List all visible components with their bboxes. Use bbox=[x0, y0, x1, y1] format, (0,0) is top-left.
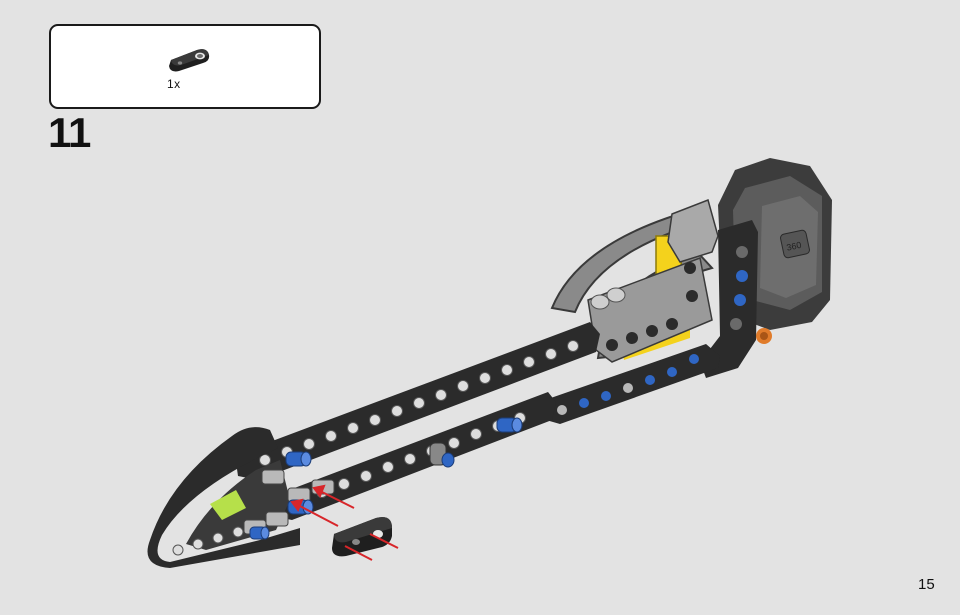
assembly-arrows bbox=[290, 484, 399, 561]
part-quantity-label: 1x bbox=[167, 77, 181, 91]
grey-bracket bbox=[587, 199, 719, 363]
curved-front-panel bbox=[147, 427, 300, 568]
connector-part-icon bbox=[169, 49, 210, 72]
page-number: 15 bbox=[918, 576, 935, 593]
parts-callout-box: 1x bbox=[49, 24, 321, 109]
step-number: 11 bbox=[48, 109, 91, 156]
right-vertical-beam bbox=[700, 220, 758, 378]
svg-text:360: 360 bbox=[786, 240, 803, 253]
lower-short-beam bbox=[545, 344, 720, 424]
long-beam-upper bbox=[235, 322, 600, 480]
blue-pins bbox=[249, 417, 523, 540]
new-connector-part bbox=[332, 517, 392, 557]
